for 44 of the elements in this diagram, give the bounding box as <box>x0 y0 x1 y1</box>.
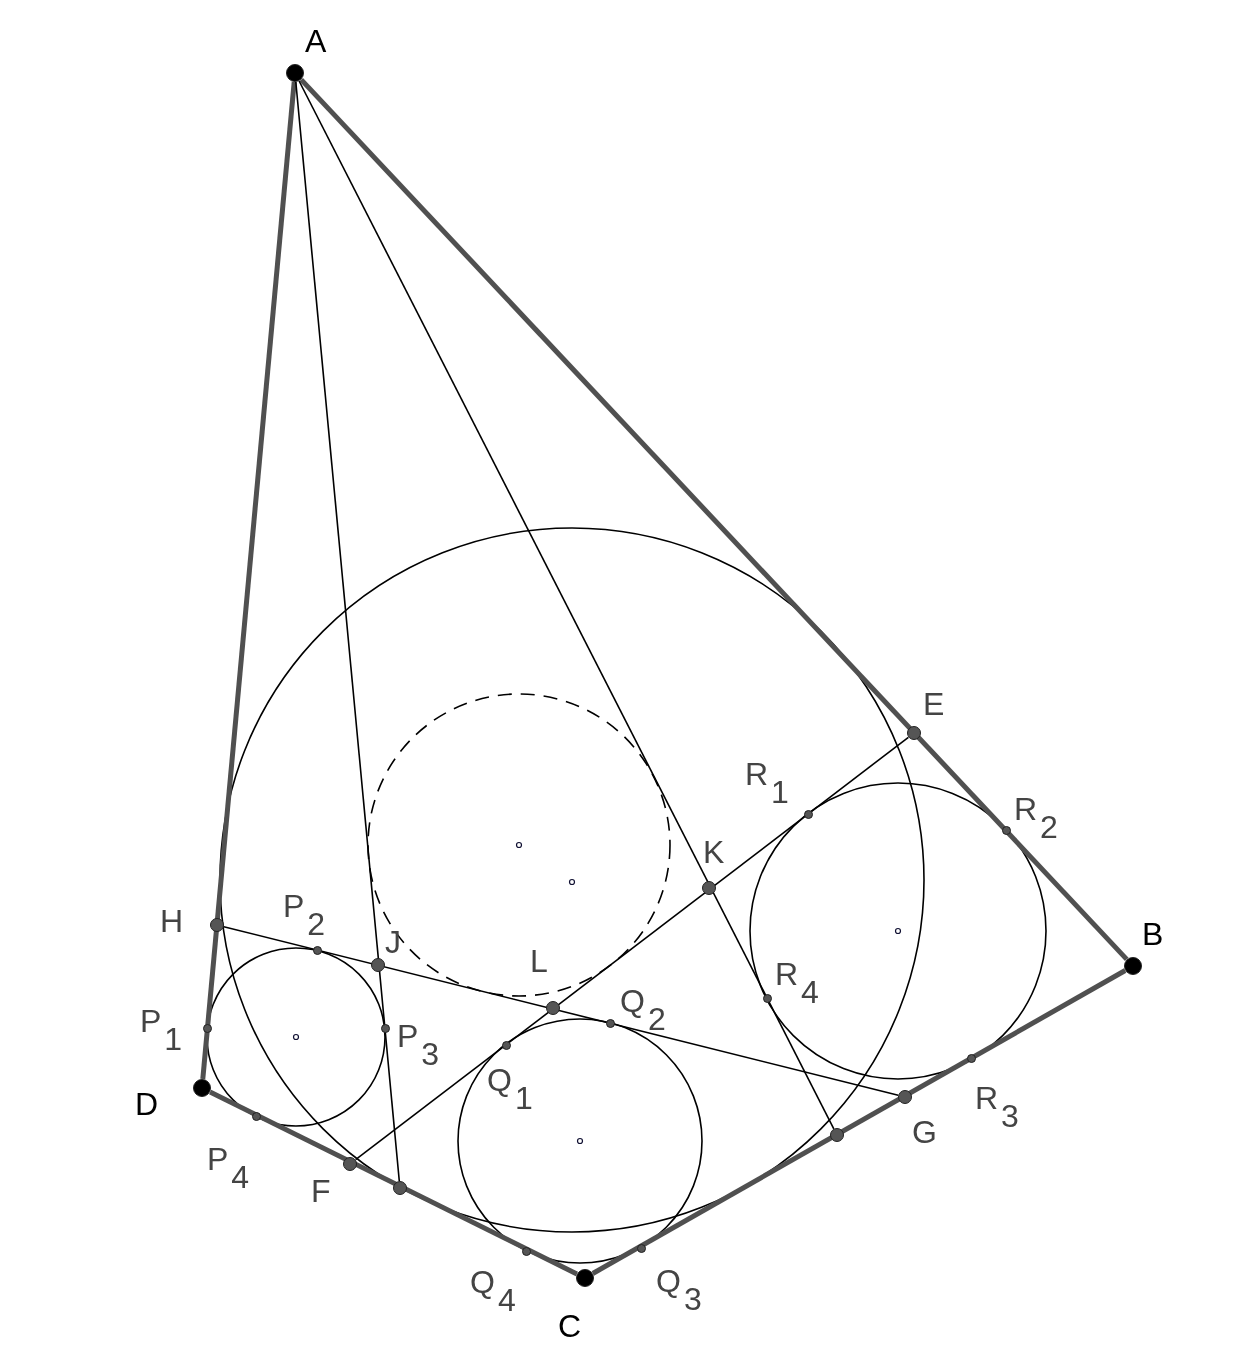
point-dot <box>210 918 224 932</box>
point-label: H <box>160 905 184 937</box>
point-label: J <box>385 926 401 958</box>
point-dot <box>501 1040 511 1050</box>
point-dot <box>1001 825 1011 835</box>
point-dot <box>546 1001 560 1015</box>
point-label: L <box>530 945 548 977</box>
point-dot <box>251 1111 261 1121</box>
point-dot <box>830 1128 844 1142</box>
point-dot <box>393 1181 407 1195</box>
point-dot <box>907 726 921 740</box>
point-dot <box>371 958 385 972</box>
point-dot <box>576 1269 594 1287</box>
point-label: C <box>558 1310 582 1342</box>
line-segment <box>223 925 899 1097</box>
point-dot <box>380 1023 390 1033</box>
line-segment <box>295 81 401 1182</box>
point-dot <box>202 1023 212 1033</box>
point-dot <box>343 1157 357 1171</box>
point-dot <box>1124 957 1142 975</box>
point-label: K <box>703 836 725 868</box>
point-dot <box>193 1079 211 1097</box>
point-dot <box>966 1053 976 1063</box>
line-segment <box>299 77 1129 962</box>
line-segment <box>200 81 297 1080</box>
point-dot <box>636 1243 646 1253</box>
point-dot <box>762 993 772 1003</box>
point-label: G <box>912 1116 937 1148</box>
point-dot <box>312 945 322 955</box>
point-dot <box>898 1090 912 1104</box>
point-dot <box>605 1018 615 1028</box>
point-label: D <box>135 1088 159 1120</box>
point-label: B <box>1142 918 1164 950</box>
point-label: F <box>311 1175 331 1207</box>
point-label: E <box>923 688 945 720</box>
point-dot <box>286 64 304 82</box>
point-label: A <box>305 25 327 57</box>
line-segment <box>298 80 835 1130</box>
line-segment <box>354 736 910 1161</box>
line-segment <box>209 1089 578 1277</box>
point-dot <box>521 1246 531 1256</box>
line-segment <box>591 968 1127 1276</box>
point-dot <box>803 809 813 819</box>
point-dot <box>702 881 716 895</box>
